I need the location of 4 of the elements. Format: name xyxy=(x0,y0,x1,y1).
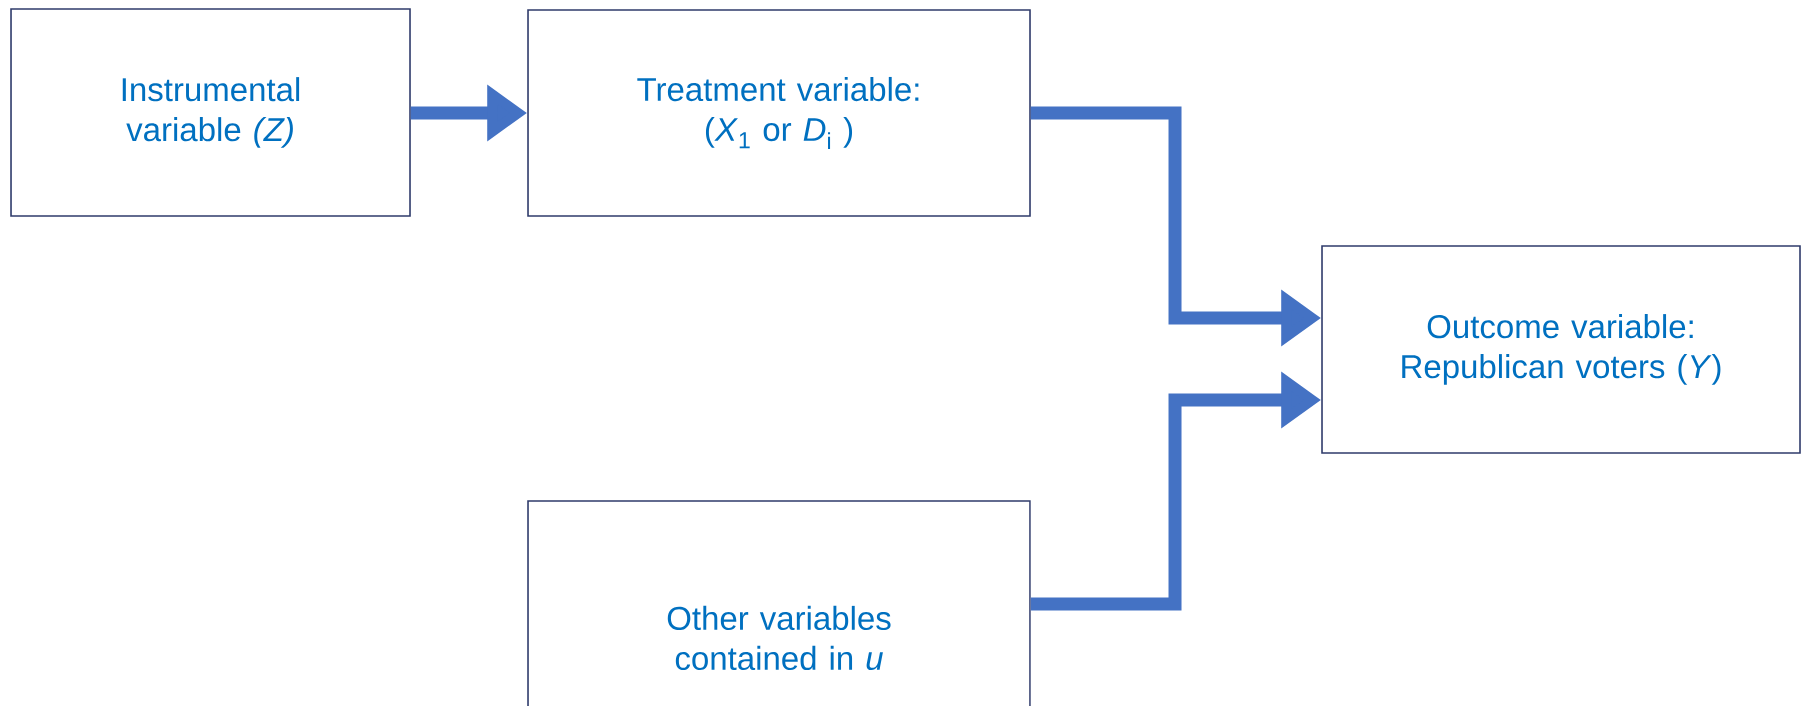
variable-box: Instrumental variable (Z) xyxy=(10,8,411,217)
variable-box: Treatment variable: (X$_{1}$ or D$_{i}$ ) xyxy=(527,9,1031,217)
variable-box: Outcome variable: Republican voters (Y) xyxy=(1321,245,1801,454)
variable-box: Other variables contained in u xyxy=(527,500,1031,706)
